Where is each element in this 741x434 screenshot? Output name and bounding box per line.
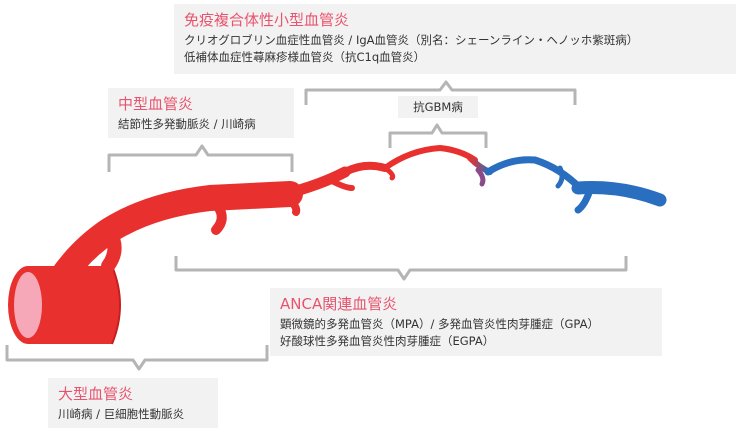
small-vessel-line-2: 低補体血症性蕁麻疹様血管炎（抗C1q血管炎） bbox=[184, 50, 426, 64]
large-vessel-line-1: 川崎病 / 巨細胞性動脈炎 bbox=[58, 407, 185, 421]
anca-line-2: 好酸球性多発血管炎性肉芽腫症（EGPA） bbox=[280, 334, 495, 348]
medium-vessel-title: 中型血管炎 bbox=[118, 95, 194, 113]
artery-branches bbox=[47, 144, 478, 293]
anti-gbm-box: 抗GBM病 bbox=[398, 96, 478, 118]
anca-box: ANCA関連血管炎 顕微鏡的多発血管炎（MPA）/ 多発血管炎性肉芽腫症（GPA… bbox=[270, 288, 662, 356]
anca-title: ANCA関連血管炎 bbox=[280, 295, 398, 313]
anca-line-1: 顕微鏡的多発血管炎（MPA）/ 多発血管炎性肉芽腫症（GPA） bbox=[280, 317, 599, 331]
vein-branches bbox=[484, 156, 667, 214]
small-vessel-box: 免疫複合体性小型血管炎 クリオグロブリン血症性血管炎 / IgA血管炎（別名：シ… bbox=[174, 4, 736, 74]
medium-vessel-line-1: 結節性多発動脈炎 / 川崎病 bbox=[118, 117, 256, 131]
anti-gbm-label: 抗GBM病 bbox=[413, 100, 463, 114]
small-vessel-line-1: クリオグロブリン血症性血管炎 / IgA血管炎（別名：シェーンライン・ヘノッホ紫… bbox=[184, 33, 639, 47]
brackets bbox=[5, 80, 628, 371]
large-vessel-box: 大型血管炎 川崎病 / 巨細胞性動脈炎 bbox=[48, 378, 218, 428]
medium-vessel-box: 中型血管炎 結節性多発動脈炎 / 川崎病 bbox=[108, 88, 294, 138]
large-vessel-title: 大型血管炎 bbox=[58, 385, 134, 403]
capillary-stub bbox=[475, 167, 486, 187]
small-vessel-title: 免疫複合体性小型血管炎 bbox=[184, 11, 350, 29]
